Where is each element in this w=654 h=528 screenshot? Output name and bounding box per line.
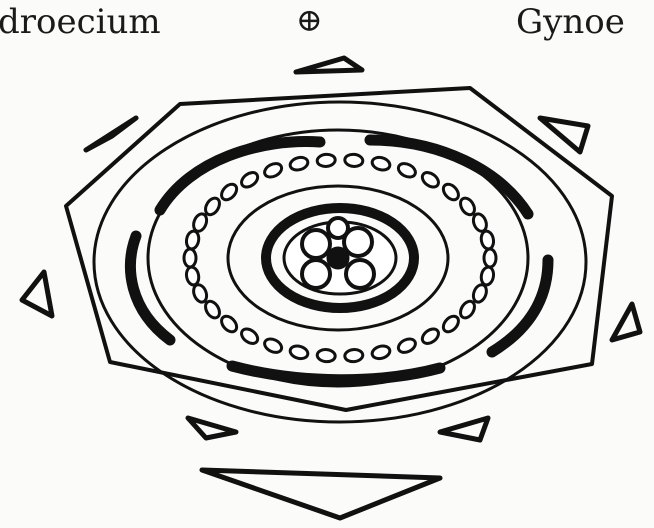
anther (344, 349, 363, 363)
bract-bottom (202, 470, 440, 518)
anther (185, 230, 200, 250)
anther (396, 336, 417, 355)
petal-arc-2 (370, 140, 528, 214)
petal-arc-5 (130, 236, 170, 340)
anther (371, 155, 392, 171)
anther (440, 313, 461, 334)
petal-arc-1 (160, 142, 320, 210)
anther (184, 249, 196, 267)
anther (185, 266, 200, 286)
bract-bottom-left (188, 418, 236, 438)
anther (219, 313, 240, 334)
anther (289, 344, 310, 360)
anther (480, 230, 495, 250)
anther (440, 181, 461, 202)
anther (317, 154, 336, 168)
anther (396, 161, 417, 180)
bract-left (22, 272, 52, 316)
anther (420, 170, 442, 190)
anther (239, 170, 261, 190)
anther (344, 154, 363, 168)
anther (219, 181, 240, 202)
anther (471, 283, 489, 304)
bract-top (296, 58, 362, 72)
anther (480, 266, 495, 286)
petal-arc-3 (492, 260, 548, 352)
bract-bottom-right (440, 418, 488, 440)
anther (371, 344, 392, 360)
anther (239, 326, 261, 346)
anther (262, 336, 283, 355)
anther (289, 155, 310, 171)
anther (420, 326, 442, 346)
anther (458, 299, 478, 321)
anther (262, 161, 283, 180)
anther (203, 196, 223, 218)
bract-right (612, 304, 640, 340)
anther (191, 212, 209, 233)
anther (317, 349, 336, 363)
anther (484, 249, 496, 267)
central-axis (327, 247, 349, 269)
bract-top-left (86, 118, 136, 150)
